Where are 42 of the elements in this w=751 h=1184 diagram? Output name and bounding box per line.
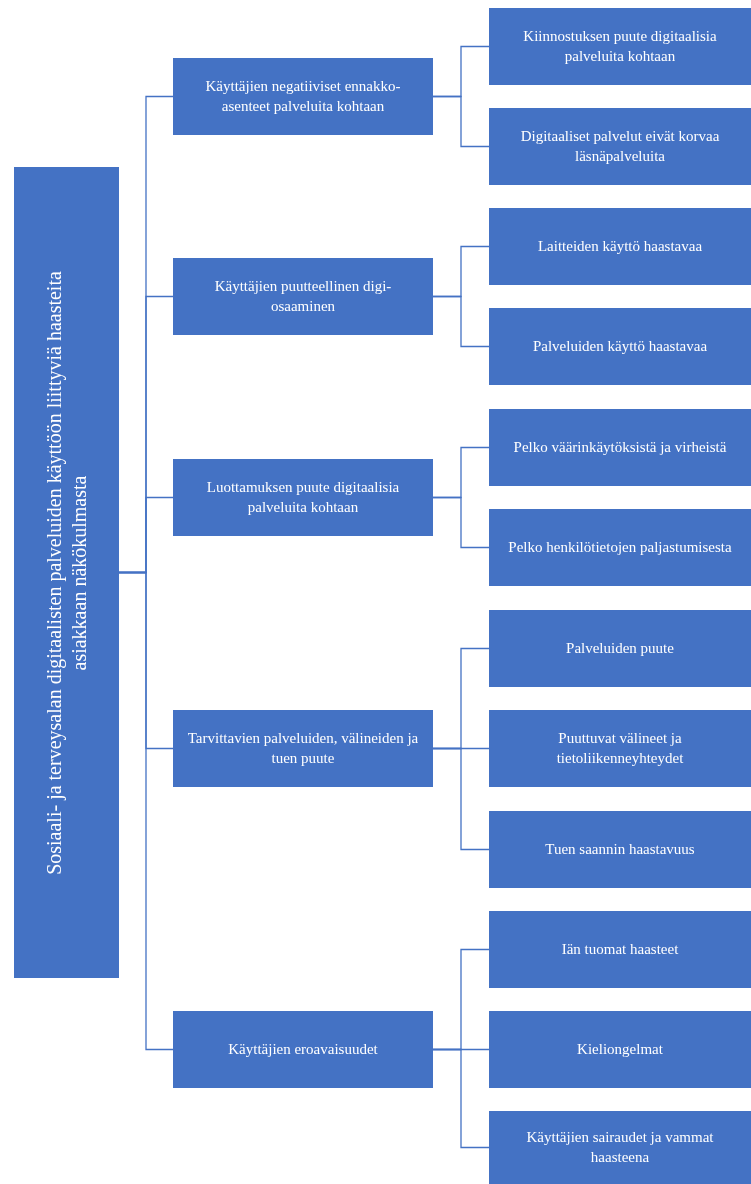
connector-line — [432, 95, 490, 148]
category-box — [489, 1111, 751, 1184]
box-label: Kieliongelmat — [577, 1039, 663, 1059]
connector-line — [432, 295, 490, 348]
category-box — [173, 1011, 433, 1088]
box-label: Käyttäjien puutteellinen digi-osaaminen — [213, 277, 393, 316]
category-box — [489, 1011, 751, 1088]
category-box — [489, 409, 751, 486]
box-label: Luottamuksen puute digitaalisia palveluita kohtaan — [205, 478, 401, 517]
category-box — [489, 911, 751, 988]
box-label: Käyttäjien sairaudet ja vammat haasteena — [525, 1128, 715, 1167]
connector-line — [432, 1048, 490, 1149]
box-label: Palveluiden käyttö haastavaa — [532, 336, 708, 356]
category-box — [173, 710, 433, 787]
category-box — [173, 459, 433, 536]
box-label: Laitteiden käyttö haastavaa — [537, 236, 703, 256]
box-label: Kiinnostuksen puute digitaalisia palveluita kohtaan — [522, 27, 718, 66]
category-box — [489, 610, 751, 687]
connector-line — [432, 747, 490, 851]
box-label: Käyttäjien negatiiviset ennakko-asenteet palveluita kohtaan — [204, 77, 402, 116]
category-box — [489, 108, 751, 185]
box-label: Pelko väärinkäytöksistä ja virheistä — [513, 437, 727, 457]
box-label: Pelko henkilötietojen paljastumisesta — [508, 537, 732, 557]
connector-line — [432, 496, 490, 549]
category-box — [489, 811, 751, 888]
root-label: Sosiaali- ja terveysalan digitaalisten palveluiden käyttöön liittyviä haasteita asiakkaan näkökulmasta — [41, 269, 91, 877]
category-box — [489, 8, 751, 85]
box-label: Tarvittavien palveluiden, välineiden ja tuen puute — [187, 729, 419, 768]
box-label: Digitaaliset palvelut eivät korvaa läsnäpalveluita — [519, 127, 721, 166]
box-label: Palveluiden puute — [566, 638, 674, 658]
category-box — [489, 509, 751, 586]
box-label: Iän tuomat haasteet — [561, 939, 679, 959]
category-box — [489, 308, 751, 385]
category-box — [173, 258, 433, 335]
box-label: Käyttäjien eroavaisuudet — [228, 1039, 378, 1059]
root-box — [14, 167, 119, 978]
box-label: Puuttuvat välineet ja tietoliikenneyhteydet — [555, 729, 685, 768]
category-box — [173, 58, 433, 135]
category-box — [489, 710, 751, 787]
box-label: Tuen saannin haastavuus — [545, 839, 695, 859]
connector-line — [118, 571, 174, 1051]
category-box — [489, 208, 751, 285]
